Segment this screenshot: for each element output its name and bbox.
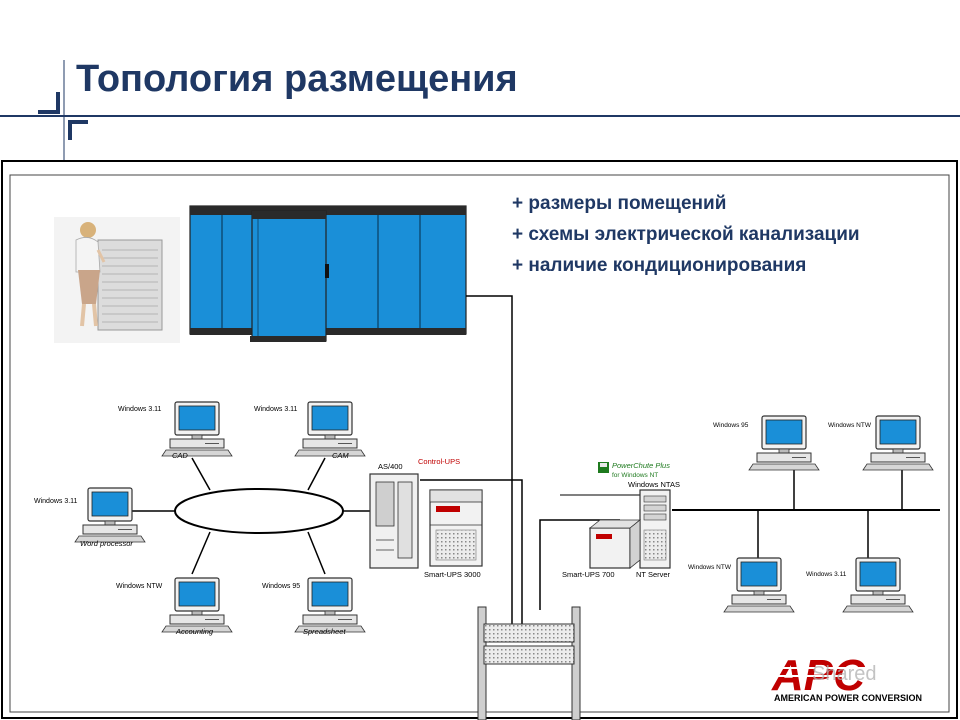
label-os-accounting: Windows NTW xyxy=(116,583,163,590)
requirement-item: + схемы электрической канализации xyxy=(512,224,860,245)
photo-woman-with-server xyxy=(54,217,180,343)
requirements-list: + размеры помещений + схемы электрическо… xyxy=(512,188,860,281)
label-os-ntw-bottom: Windows NTW xyxy=(688,564,732,571)
as400-server xyxy=(369,473,419,569)
workstation-win95-right xyxy=(748,415,820,471)
label-control-ups: Control-UPS xyxy=(418,457,460,466)
label-os-cam: Windows 3.11 xyxy=(254,406,298,413)
apc-logo: APC Shared AMERICAN POWER CONVERSION xyxy=(771,651,930,703)
smart-ups-700 xyxy=(588,519,642,569)
workstation-word-processor xyxy=(74,487,146,543)
label-as400: AS/400 xyxy=(378,462,403,471)
label-nt-server-os: Windows NTAS xyxy=(628,480,680,489)
label-role-cam: CAM xyxy=(332,451,349,460)
label-os-cad: Windows 3.11 xyxy=(118,406,162,413)
requirement-item: + наличие кондиционирования xyxy=(512,255,807,276)
slide-title: Топология размещения xyxy=(76,58,518,100)
label-powerchute-sub: for Windows NT xyxy=(612,472,658,479)
floppy-disk-icon xyxy=(598,462,609,473)
smart-ups-3000 xyxy=(429,489,483,567)
network-wires xyxy=(132,295,940,624)
apc-tagline: AMERICAN POWER CONVERSION xyxy=(774,693,922,703)
label-powerchute: PowerChute Plus xyxy=(612,461,670,470)
label-os-win95-right: Windows 95 xyxy=(713,422,749,429)
label-os-spreadsheet: Windows 95 xyxy=(262,583,300,590)
workstation-cad xyxy=(161,401,233,457)
workstation-spreadsheet xyxy=(294,577,366,633)
header-accent xyxy=(0,60,960,162)
network-rack xyxy=(477,606,581,720)
requirement-item: + размеры помещений xyxy=(512,193,727,214)
label-role-spreadsheet: Spreadsheet xyxy=(303,627,346,636)
label-nt-server: NT Server xyxy=(636,570,671,579)
server-cabinet xyxy=(189,205,467,342)
label-os-ntw-top: Windows NTW xyxy=(828,422,872,429)
workstation-ntw-bottom xyxy=(723,557,795,613)
watermark-text: Shared xyxy=(812,663,877,685)
workstation-accounting xyxy=(161,577,233,633)
label-os-win311-right: Windows 3.11 xyxy=(806,571,847,578)
workstation-win311-right xyxy=(842,557,914,613)
label-role-cad: CAD xyxy=(172,451,188,460)
label-role-accounting: Accounting xyxy=(175,627,214,636)
label-role-word: Word processor xyxy=(80,539,133,548)
workstation-cam xyxy=(294,401,366,457)
label-smart-ups-700: Smart-UPS 700 xyxy=(562,570,615,579)
nt-server xyxy=(639,489,671,569)
workstation-ntw-top xyxy=(862,415,934,471)
label-smart-ups-3000: Smart-UPS 3000 xyxy=(424,570,481,579)
label-os-word: Windows 3.11 xyxy=(34,498,78,505)
